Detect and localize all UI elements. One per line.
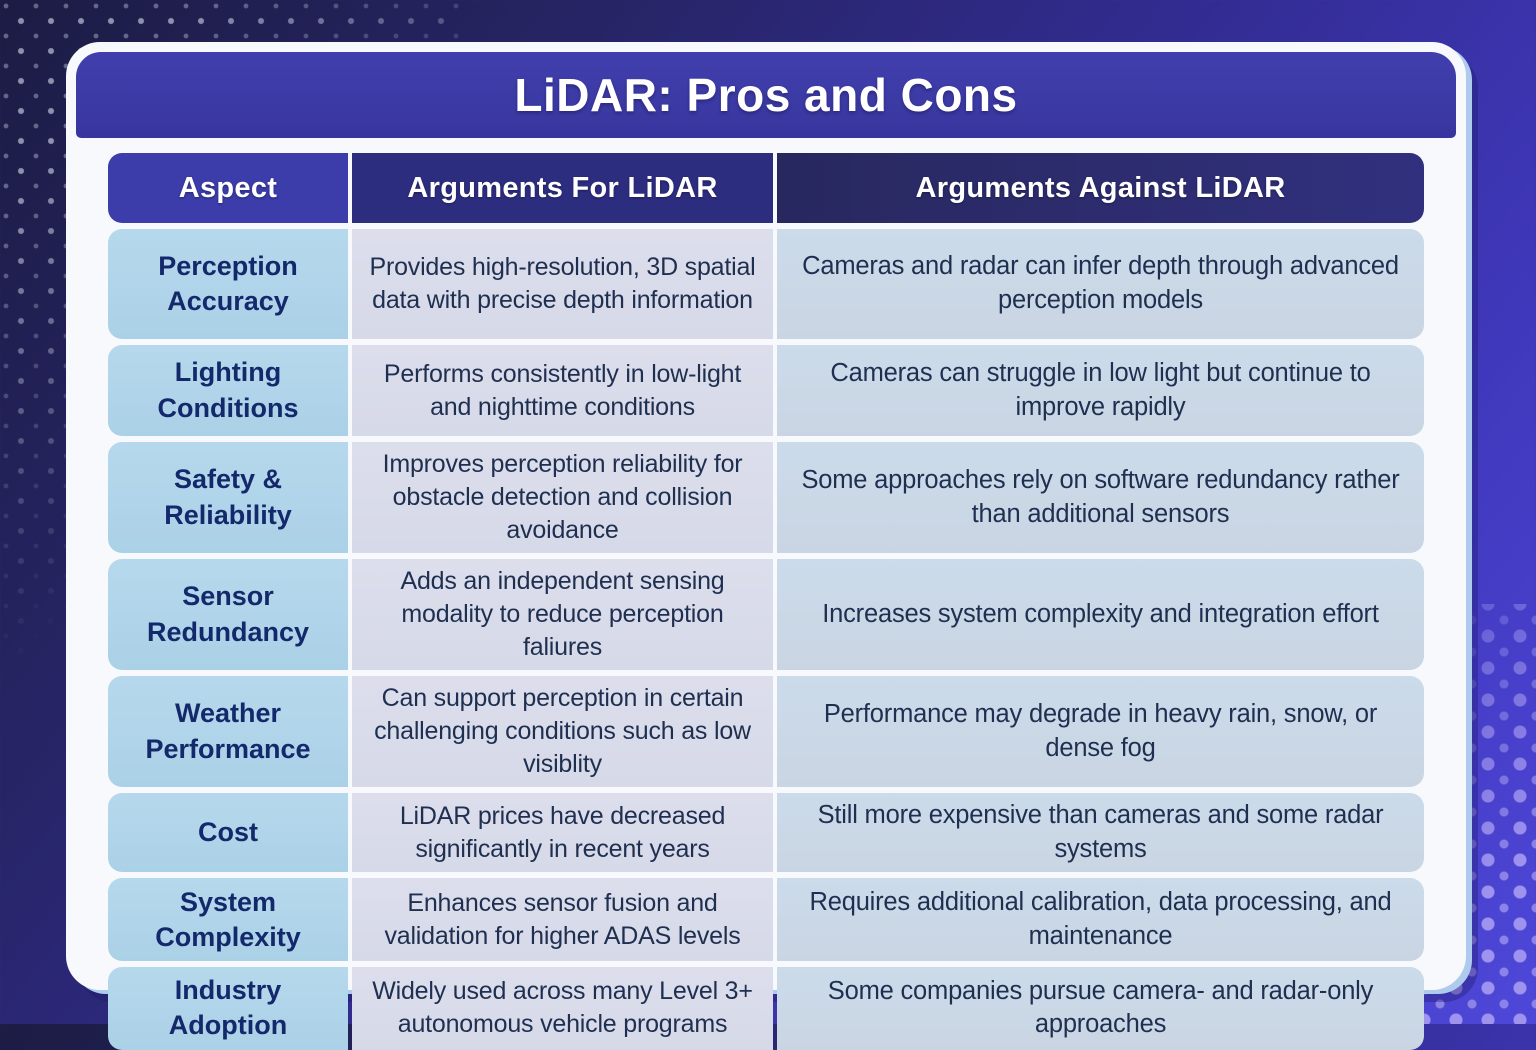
against-cell: Some approaches rely on software redunda… — [777, 442, 1424, 553]
against-cell: Some companies pursue camera- and radar-… — [777, 967, 1424, 1050]
table-row: Sensor Redundancy Adds an independent se… — [108, 559, 1424, 670]
pros-cons-table: Aspect Arguments For LiDAR Arguments Aga… — [108, 153, 1424, 1050]
aspect-cell: Cost — [108, 793, 348, 873]
against-cell: Requires additional calibration, data pr… — [777, 878, 1424, 962]
against-cell: Still more expensive than cameras and so… — [777, 793, 1424, 873]
table-row: Safety & Reliability Improves perception… — [108, 442, 1424, 553]
for-cell: Provides high-resolution, 3D spatial dat… — [352, 229, 773, 339]
aspect-cell: Lighting Conditions — [108, 345, 348, 436]
slide-card: LiDAR: Pros and Cons Aspect Arguments Fo… — [66, 42, 1466, 1050]
title-bar: LiDAR: Pros and Cons — [76, 52, 1456, 138]
for-cell: Adds an independent sensing modality to … — [352, 559, 773, 670]
against-cell: Cameras can struggle in low light but co… — [777, 345, 1424, 436]
for-cell: LiDAR prices have decreased significantl… — [352, 793, 773, 873]
table-row: Perception Accuracy Provides high-resolu… — [108, 229, 1424, 339]
table-row: Cost LiDAR prices have decreased signifi… — [108, 793, 1424, 873]
table-header-row: Aspect Arguments For LiDAR Arguments Aga… — [108, 153, 1424, 223]
aspect-cell: Industry Adoption — [108, 967, 348, 1050]
table-row: Lighting Conditions Performs consistentl… — [108, 345, 1424, 436]
aspect-cell: System Complexity — [108, 878, 348, 962]
aspect-cell: Weather Performance — [108, 676, 348, 787]
aspect-cell: Safety & Reliability — [108, 442, 348, 553]
for-cell: Performs consistently in low-light and n… — [352, 345, 773, 436]
against-cell: Cameras and radar can infer depth throug… — [777, 229, 1424, 339]
header-arguments-against: Arguments Against LiDAR — [777, 153, 1424, 223]
header-arguments-for: Arguments For LiDAR — [352, 153, 773, 223]
against-cell: Performance may degrade in heavy rain, s… — [777, 676, 1424, 787]
table-row: System Complexity Enhances sensor fusion… — [108, 878, 1424, 962]
aspect-cell: Perception Accuracy — [108, 229, 348, 339]
for-cell: Widely used across many Level 3+ autonom… — [352, 967, 773, 1050]
aspect-cell: Sensor Redundancy — [108, 559, 348, 670]
against-cell: Increases system complexity and integrat… — [777, 559, 1424, 670]
page-title: LiDAR: Pros and Cons — [514, 69, 1018, 121]
table-row: Industry Adoption Widely used across man… — [108, 967, 1424, 1050]
for-cell: Can support perception in certain challe… — [352, 676, 773, 787]
for-cell: Enhances sensor fusion and validation fo… — [352, 878, 773, 962]
header-aspect: Aspect — [108, 153, 348, 223]
table-row: Weather Performance Can support percepti… — [108, 676, 1424, 787]
for-cell: Improves perception reliability for obst… — [352, 442, 773, 553]
